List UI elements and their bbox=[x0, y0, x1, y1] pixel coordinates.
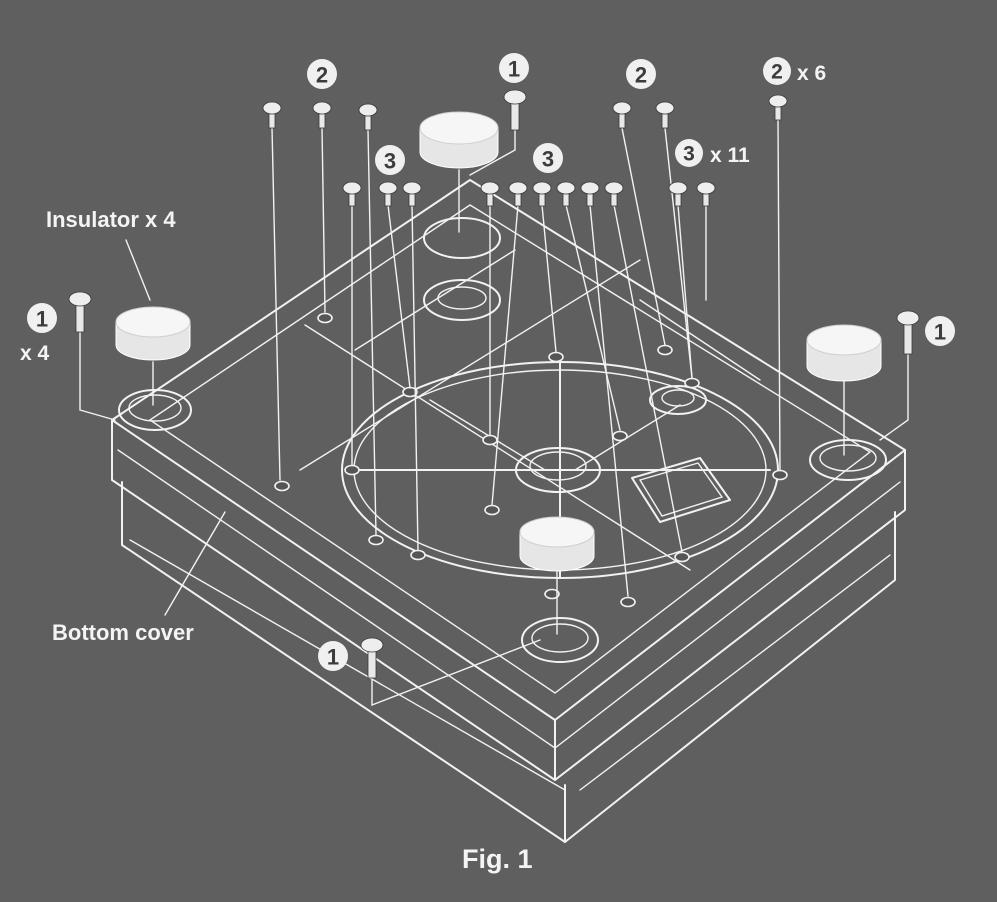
svg-text:1: 1 bbox=[508, 57, 520, 82]
screw-icon bbox=[556, 181, 576, 207]
bottom-cover-body bbox=[111, 179, 906, 843]
svg-text:3: 3 bbox=[683, 143, 695, 166]
screw-icon bbox=[503, 89, 527, 131]
screw-icon bbox=[612, 101, 632, 129]
screw-icon bbox=[402, 181, 422, 207]
insulator-foot-right bbox=[806, 324, 882, 382]
badge-3-x11: 3 x 11 bbox=[675, 139, 750, 167]
badge-2-b: 2 bbox=[626, 59, 656, 89]
screw-icon bbox=[604, 181, 624, 207]
foot-recesses bbox=[118, 217, 887, 663]
badge-1-front: 1 bbox=[318, 641, 348, 671]
insulator-leader-line bbox=[125, 239, 151, 301]
mounting-holes bbox=[274, 312, 788, 608]
screw-icon bbox=[768, 94, 788, 121]
screw-icon bbox=[508, 181, 528, 207]
badge-3-b: 3 bbox=[533, 143, 563, 173]
figure-caption: Fig. 1 bbox=[462, 844, 533, 874]
badge-2-a: 2 bbox=[307, 59, 337, 89]
screw-icon bbox=[262, 101, 282, 129]
screw-icon bbox=[896, 310, 920, 355]
svg-text:1: 1 bbox=[934, 320, 946, 345]
bottom-cover-leader-line bbox=[164, 511, 226, 616]
screw-icon bbox=[312, 101, 332, 129]
screw-icon bbox=[532, 181, 552, 207]
screw-icon bbox=[668, 181, 688, 207]
screw-icon bbox=[480, 181, 500, 207]
svg-text:x 11: x 11 bbox=[710, 144, 750, 167]
insulator-foot-left bbox=[115, 306, 191, 361]
screws bbox=[68, 89, 920, 679]
bottom-cover-label: Bottom cover bbox=[52, 620, 194, 645]
svg-text:1: 1 bbox=[36, 307, 48, 332]
svg-text:3: 3 bbox=[384, 149, 396, 174]
screw-icon bbox=[68, 291, 92, 333]
screw-icon bbox=[580, 181, 600, 207]
svg-text:x 6: x 6 bbox=[797, 62, 826, 85]
screw-icon bbox=[696, 181, 716, 207]
svg-text:2: 2 bbox=[635, 63, 647, 88]
svg-text:2: 2 bbox=[316, 63, 328, 88]
assembly-guide-lines bbox=[79, 117, 909, 707]
badge-2-x6: 2 x 6 bbox=[763, 57, 826, 85]
insulator-label: Insulator x 4 bbox=[46, 207, 176, 232]
badge-1-right: 1 bbox=[925, 316, 955, 346]
badge-1-x4: 1 x 4 bbox=[20, 303, 57, 365]
screw-icon bbox=[655, 101, 675, 129]
screw-icon bbox=[360, 637, 384, 679]
insulator-foot-top bbox=[419, 111, 499, 169]
svg-text:x 4: x 4 bbox=[20, 342, 50, 365]
screw-icon bbox=[358, 103, 378, 131]
badge-1-top: 1 bbox=[499, 53, 529, 83]
screw-icon bbox=[378, 181, 398, 207]
badge-3-a: 3 bbox=[375, 145, 405, 175]
svg-text:2: 2 bbox=[771, 61, 783, 84]
svg-text:3: 3 bbox=[542, 147, 554, 172]
insulator-foot-front bbox=[519, 516, 595, 572]
svg-text:1: 1 bbox=[327, 645, 339, 670]
screw-icon bbox=[342, 181, 362, 207]
